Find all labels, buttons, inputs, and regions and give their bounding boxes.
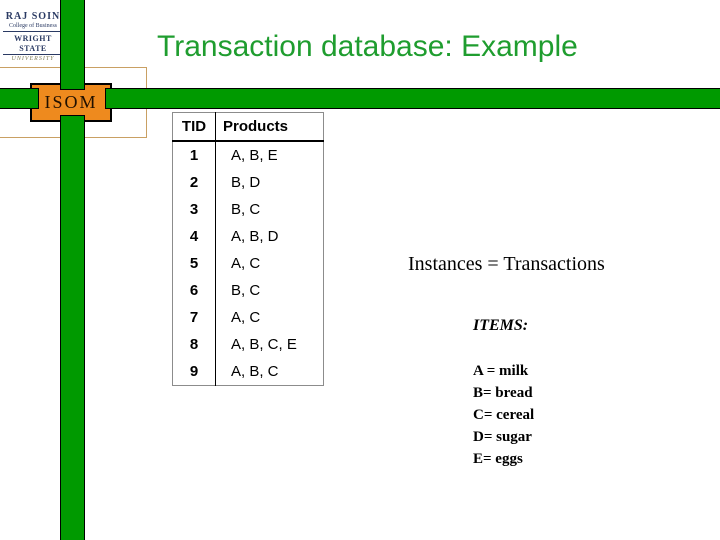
logo-line-college: College of Business [3, 23, 63, 33]
item-definition: C= cereal [473, 407, 535, 423]
table-row: 5 A, C [172, 250, 324, 277]
green-bar-vertical-bottom [60, 115, 85, 540]
logo-line-university: UNIVERSITY [11, 55, 55, 62]
table-row: 9 A, B, C [172, 358, 324, 386]
cell-products: A, C [231, 255, 261, 272]
cell-tid: 5 [172, 250, 216, 277]
table-row: 6 B, C [172, 277, 324, 304]
green-bar-vertical-top [60, 0, 85, 90]
cell-products: A, B, C, E [231, 336, 297, 353]
table-row: 3 B, C [172, 196, 324, 223]
items-heading: ITEMS: [473, 317, 529, 334]
cell-products: B, C [231, 201, 261, 218]
cell-tid: 4 [172, 223, 216, 250]
table-row: 1 A, B, E [172, 141, 324, 169]
cell-products: A, B, E [231, 147, 278, 164]
table-row: 2 B, D [172, 169, 324, 196]
cell-tid: 8 [172, 331, 216, 358]
transactions-table: TID Products 1 A, B, E 2 B, D 3 B, C 4 A, B, D 5… [172, 112, 324, 386]
transactions-table-header: TID Products [172, 112, 324, 142]
logo-line-wright-state: WRIGHT STATE [3, 34, 63, 55]
item-definition: B= bread [473, 385, 533, 401]
table-row: 4 A, B, D [172, 223, 324, 250]
instances-note: Instances = Transactions [408, 253, 605, 275]
item-definition: A = milk [473, 363, 529, 379]
items-list: A = milk B= bread C= cereal D= sugar E= eggs [473, 360, 534, 470]
column-header-tid: TID [172, 112, 216, 142]
university-logo: RAJ SOIN College of Business WRIGHT STAT… [3, 11, 63, 63]
cell-tid: 7 [172, 304, 216, 331]
cell-products: B, C [231, 282, 261, 299]
item-definition: E= eggs [473, 451, 523, 467]
item-definition: D= sugar [473, 429, 532, 445]
cell-products: A, B, D [231, 228, 279, 245]
page-title: Transaction database: Example [157, 30, 578, 63]
logo-line-raj-soin: RAJ SOIN [5, 11, 61, 22]
cell-tid: 6 [172, 277, 216, 304]
cell-products: A, B, C [231, 363, 279, 380]
column-header-products: Products [215, 112, 324, 142]
table-row: 8 A, B, C, E [172, 331, 324, 358]
green-bar-horizontal-right [105, 88, 720, 109]
cell-tid: 2 [172, 169, 216, 196]
cell-tid: 1 [172, 141, 216, 169]
cell-products: A, C [231, 309, 261, 326]
cell-tid: 9 [172, 358, 216, 386]
cell-products: B, D [231, 174, 261, 191]
table-row: 7 A, C [172, 304, 324, 331]
cell-tid: 3 [172, 196, 216, 223]
green-bar-horizontal-left [0, 88, 39, 109]
